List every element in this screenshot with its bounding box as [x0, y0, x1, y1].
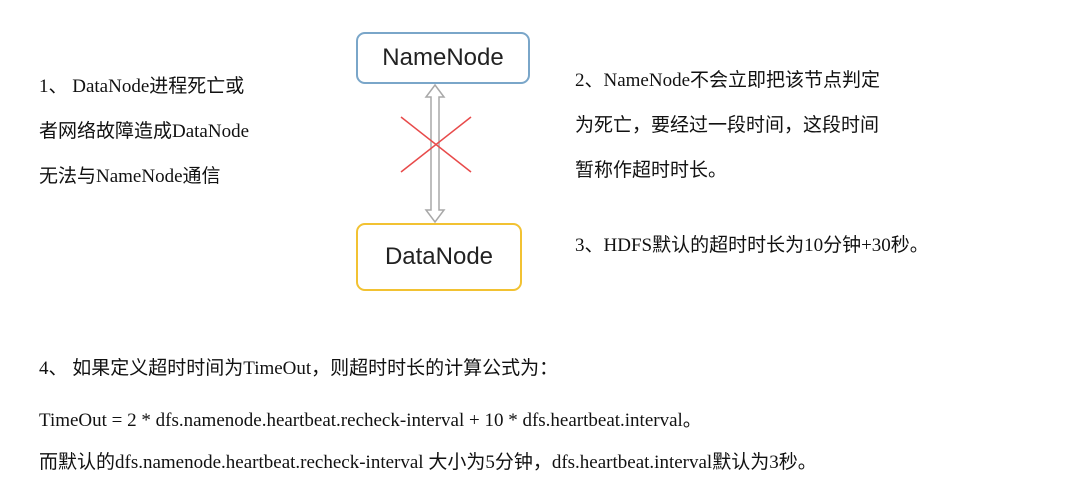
- note1-line: 者网络故障造成DataNode: [39, 121, 250, 142]
- note-timeout-formula-intro: 4、 如果定义超时时间为TimeOut，则超时时长的计算公式为：: [39, 358, 559, 379]
- note2-line: 暂称作超时时长。: [575, 160, 728, 181]
- default-values-note: 而默认的dfs.namenode.heartbeat.recheck-inter…: [39, 452, 817, 473]
- note2-line: 为死亡，要经过一段时间，这段时间: [575, 115, 880, 136]
- datanode-box: DataNode: [356, 223, 522, 291]
- note-namenode-judgement: 2、NameNode不会立即把该节点判定 为死亡，要经过一段时间，这段时间 暂称…: [575, 70, 880, 205]
- cross-icon: [400, 116, 472, 173]
- note1-line: 无法与NameNode通信: [39, 166, 221, 187]
- note2-line: 2、NameNode不会立即把该节点判定: [575, 70, 881, 91]
- timeout-formula: TimeOut = 2 * dfs.namenode.heartbeat.rec…: [39, 410, 702, 431]
- namenode-box: NameNode: [356, 32, 530, 84]
- note-datanode-failure: 1、 DataNode进程死亡或 者网络故障造成DataNode 无法与Name…: [39, 76, 249, 211]
- double-arrow-icon: [424, 83, 446, 224]
- note-default-timeout: 3、HDFS默认的超时时长为10分钟+30秒。: [575, 235, 929, 256]
- namenode-label: NameNode: [382, 44, 504, 71]
- note1-line: 1、 DataNode进程死亡或: [39, 76, 245, 97]
- datanode-label: DataNode: [384, 243, 494, 270]
